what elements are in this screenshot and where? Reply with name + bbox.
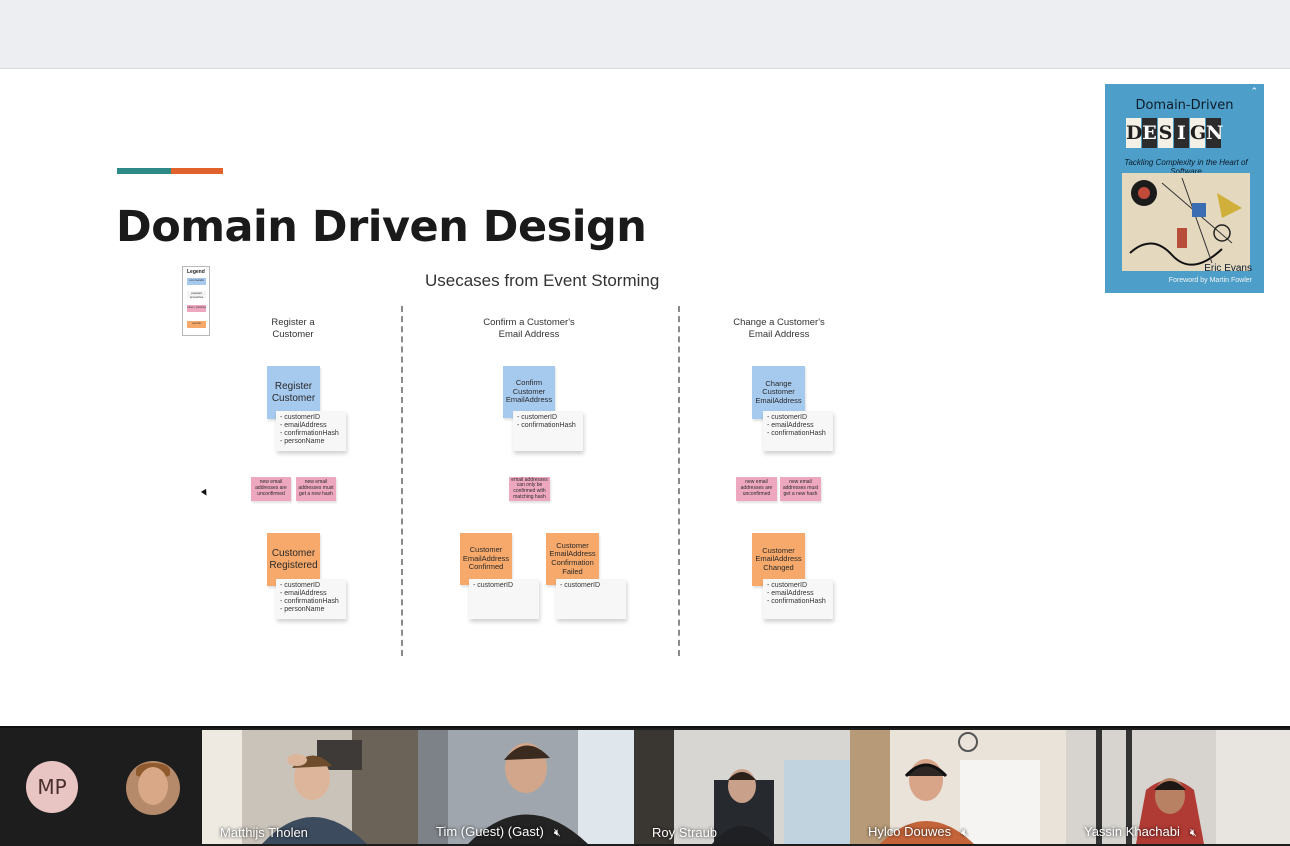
participant-video-tile[interactable]: Tim (Guest) (Gast)🔇︎ — [418, 730, 634, 844]
diagram-title: Usecases from Event Storming — [425, 271, 660, 290]
participant-avatar-initials[interactable]: MP — [26, 761, 78, 813]
event-properties-note: - customerID- emailAddress- confirmation… — [276, 579, 346, 619]
participant-name: Hylco Douwes🔇︎ — [868, 824, 969, 839]
participants-strip: MP Matthijs Tholen Tim (Guest) (Gast)🔇︎ — [0, 726, 1290, 846]
book-author: Eric Evans — [1204, 263, 1252, 274]
participant-video-tile[interactable]: Yassin Khachabi🔇︎ — [1066, 730, 1290, 844]
book-title: Domain-Driven — [1135, 98, 1234, 113]
presentation-slide: Domain Driven Design ⌃ Domain-Driven D E… — [0, 69, 1290, 726]
mouse-cursor-icon — [200, 488, 210, 498]
muted-mic-icon: 🔇︎ — [1189, 827, 1197, 839]
event-sticky-confirmation-failed: Customer EmailAddress Confirmation Faile… — [546, 533, 599, 585]
policy-sticky: email addresses can only be confirmed wi… — [509, 477, 550, 501]
slide-title: Domain Driven Design — [116, 202, 647, 252]
top-toolbar — [0, 0, 1290, 69]
command-sticky-register-customer: Register Customer — [267, 366, 320, 419]
participant-video-tile[interactable]: Roy Straub — [634, 730, 850, 844]
command-sticky-change-email: Change Customer EmailAddress — [752, 366, 805, 419]
command-sticky-confirm-email: Confirm Customer EmailAddress — [503, 366, 555, 418]
video-feed — [634, 730, 850, 844]
video-feed — [1066, 730, 1290, 844]
command-properties-note: - customerID- emailAddress- confirmation… — [276, 411, 346, 451]
participant-name: Matthijs Tholen — [220, 825, 308, 840]
event-sticky-customer-registered: Customer Registered — [267, 533, 320, 586]
caret-icon: ⌃ — [1250, 86, 1258, 96]
command-properties-note: - customerID- emailAddress- confirmation… — [763, 411, 833, 451]
muted-mic-icon: 🔇︎ — [961, 827, 969, 839]
participant-name: Tim (Guest) (Gast)🔇︎ — [436, 824, 561, 839]
video-feed — [850, 730, 1066, 844]
muted-mic-icon: 🔇︎ — [553, 827, 561, 839]
event-properties-note: - customerID- emailAddress- confirmation… — [763, 579, 833, 619]
book-cover-artwork — [1122, 173, 1250, 271]
event-sticky-email-confirmed: Customer EmailAddress Confirmed — [460, 533, 512, 585]
video-feed — [418, 730, 634, 844]
event-sticky-email-changed: Customer EmailAddress Changed — [752, 533, 805, 586]
diagram-legend: Legend commands payload properties rules… — [182, 266, 210, 336]
policy-sticky: new email addresses are unconfirmed — [251, 477, 291, 501]
column-divider — [678, 306, 680, 656]
event-properties-note: - customerID — [556, 579, 626, 619]
book-cover-image: ⌃ Domain-Driven D E S I G N Tackling Com… — [1105, 84, 1264, 293]
participant-name: Roy Straub — [652, 825, 718, 840]
title-accent-bar — [117, 168, 223, 174]
policy-sticky: new email addresses must get a new hash — [780, 477, 821, 501]
policy-sticky: new email addresses are unconfirmed — [736, 477, 777, 501]
video-feed — [202, 730, 418, 844]
column-divider — [401, 306, 403, 656]
participant-video-tile[interactable]: Hylco Douwes🔇︎ — [850, 730, 1066, 844]
participant-name: Yassin Khachabi🔇︎ — [1084, 824, 1197, 839]
event-properties-note: - customerID — [469, 579, 539, 619]
book-subtitle: Tackling Complexity in the Heart of Soft… — [1124, 158, 1248, 176]
book-design-letters: D E S I G N — [1126, 118, 1223, 150]
participant-avatar-photo[interactable] — [126, 761, 180, 815]
book-foreword: Foreword by Martin Fowler — [1168, 277, 1252, 284]
participant-video-tile[interactable]: Matthijs Tholen — [202, 730, 418, 844]
policy-sticky: new email addresses must get a new hash — [296, 477, 336, 501]
command-properties-note: - customerID- confirmationHash — [513, 411, 583, 451]
